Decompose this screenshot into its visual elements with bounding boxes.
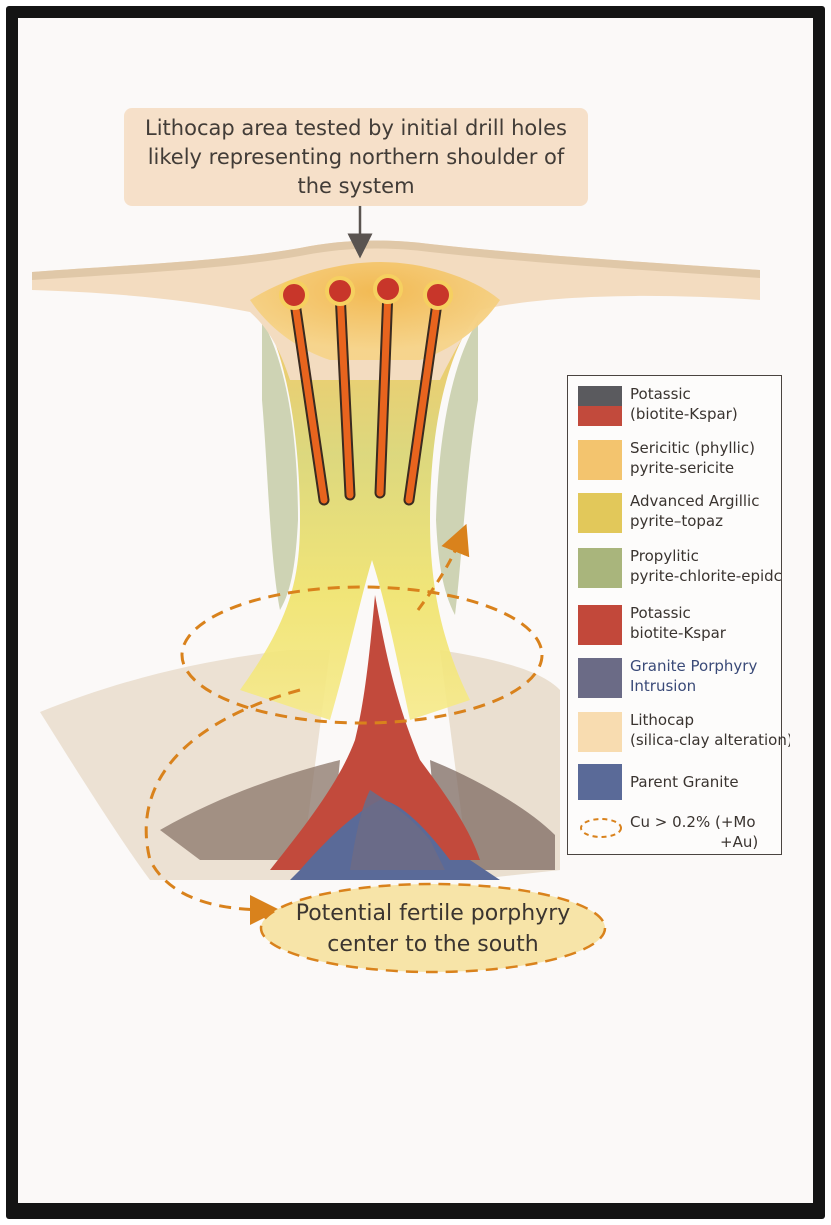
legend-line: Cu > 0.2% (+Mo — [630, 813, 756, 831]
legend-line: (silica-clay alteration) — [630, 731, 790, 749]
callout-line-3: the system — [297, 174, 415, 198]
legend-line: +Au) — [720, 833, 759, 851]
legend-line: pyrite-sericite — [630, 459, 735, 477]
legend-item-argillic: Advanced Argillic pyrite–topaz — [578, 491, 783, 539]
potassic-core — [270, 595, 480, 870]
legend-item-lithocap: Lithocap (silica-clay alteration) — [578, 710, 790, 758]
fertile-label-line-2: center to the south — [327, 932, 539, 957]
left-dark-flank — [160, 760, 340, 860]
legend-line: (biotite-Kspar) — [630, 405, 738, 423]
legend-line: Potassic — [630, 385, 691, 403]
legend-line: Lithocap — [630, 711, 695, 729]
legend-line: Advanced Argillic — [630, 492, 760, 510]
legend-line: biotite-Kspar — [630, 624, 726, 642]
legend-swatch — [578, 406, 622, 426]
collar-2 — [325, 276, 355, 306]
legend-item-potassic-2: Potassic biotite-Kspar — [578, 603, 783, 651]
legend-line: Propylitic — [630, 547, 699, 565]
legend-line: pyrite-chlorite-epidc — [630, 567, 782, 585]
lithocap-upper-band — [32, 240, 760, 280]
drill-holes — [279, 274, 453, 506]
granite-porphyry — [350, 790, 445, 870]
legend-swatch — [578, 440, 622, 480]
legend-line: pyrite–topaz — [630, 512, 723, 530]
legend-line: Intrusion — [630, 677, 697, 695]
drill-callout: Lithocap area tested by initial drill ho… — [124, 108, 588, 206]
legend-dashed-ellipse-icon — [580, 818, 622, 838]
legend-item-propylitic: Propylitic pyrite-chlorite-epidc — [578, 546, 783, 594]
fertile-label-line-1: Potential fertile porphyry — [295, 901, 571, 926]
legend-swatch — [578, 658, 622, 698]
legend-swatch — [578, 493, 622, 533]
legend-swatch — [578, 712, 622, 752]
collar-1 — [279, 280, 309, 310]
callout-line-2: likely representing northern shoulder of — [147, 145, 565, 169]
legend-item-potassic-1: Potassic (biotite-Kspar) — [578, 384, 783, 432]
legend-swatch — [578, 605, 622, 645]
cu-shell-ellipse — [180, 585, 544, 725]
fertile-center-ellipse — [259, 882, 607, 974]
legend-item-parent-granite: Parent Granite — [578, 764, 783, 812]
collar-3 — [373, 274, 403, 304]
legend-item-cu-shell: Cu > 0.2% (+Mo +Au) — [578, 812, 783, 860]
legend-item-sericitic: Sericitic (phyllic) pyrite-sericite — [578, 438, 783, 486]
legend-swatch — [578, 548, 622, 588]
arrow-to-south — [144, 688, 301, 925]
legend-line: Potassic — [630, 604, 691, 622]
legend: Potassic (biotite-Kspar) Sericitic (phyll… — [567, 375, 790, 855]
propylitic-halo-left — [262, 320, 298, 610]
legend-line: Sericitic (phyllic) — [630, 439, 755, 457]
legend-line: Granite Porphyry — [630, 657, 758, 675]
fertile-center-label: Potential fertile porphyry center to the… — [262, 898, 604, 960]
legend-swatch — [578, 386, 622, 406]
callout-line-1: Lithocap area tested by initial drill ho… — [145, 116, 567, 140]
legend-line: Parent Granite — [630, 773, 739, 791]
legend-swatch — [578, 764, 622, 800]
collar-4 — [423, 280, 453, 310]
